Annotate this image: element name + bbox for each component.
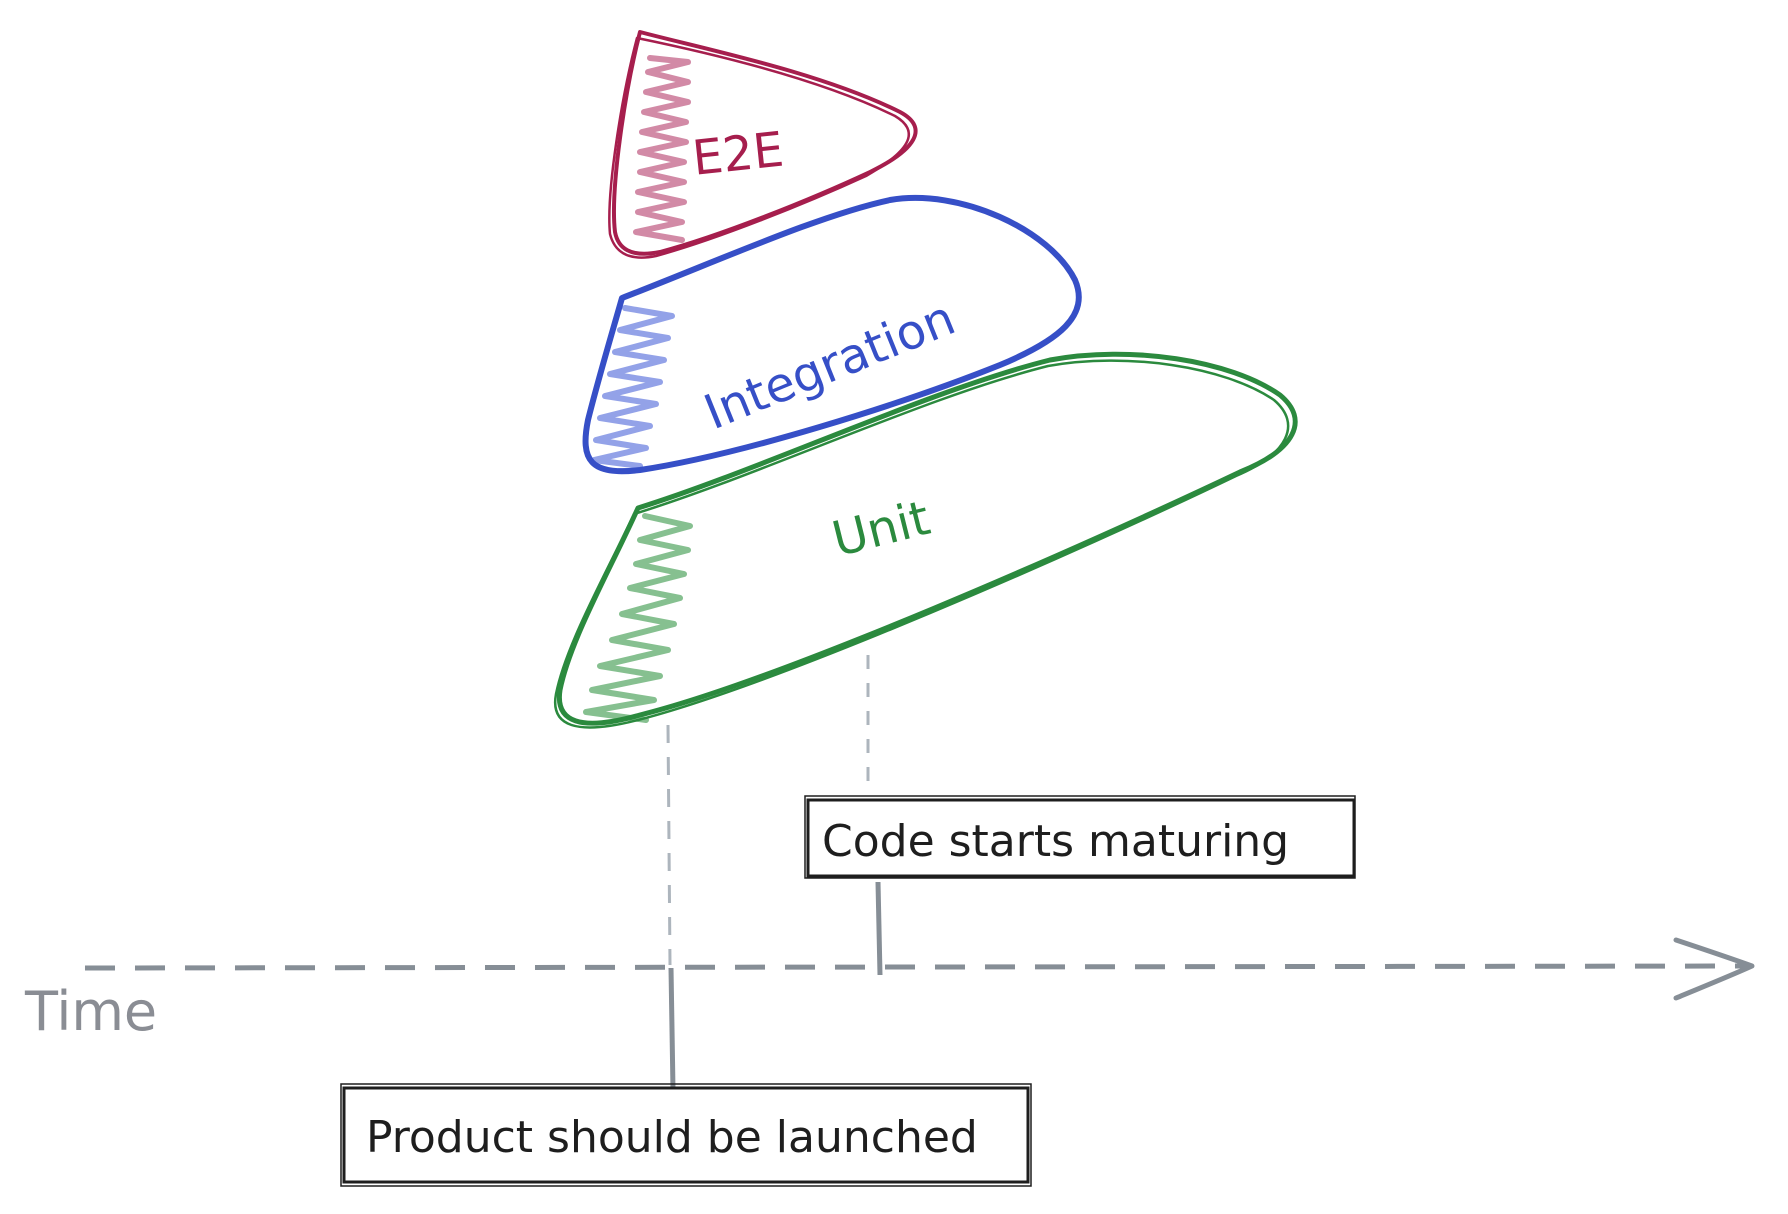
time-axis-arrowhead [1673, 937, 1755, 1001]
launch-guide-line [666, 724, 672, 966]
unit-outline [556, 351, 1298, 726]
unit-layer: Unit [553, 351, 1298, 729]
code-maturing-box [806, 798, 1356, 878]
e2e-layer: E2E [608, 30, 918, 259]
code-maturing-box-sketch [804, 795, 1356, 879]
unit-outline-sketch [553, 359, 1290, 729]
integration-label: Integration [697, 290, 963, 441]
integration-hatch [591, 305, 675, 469]
code-maturing-text: Code starts maturing [822, 816, 1289, 867]
unit-label: Unit [827, 490, 935, 568]
product-launch-box [342, 1086, 1030, 1184]
unit-hatch [583, 513, 693, 723]
code-maturing-marker: Code starts maturing [804, 795, 1356, 879]
e2e-outline [612, 30, 918, 256]
e2e-label: E2E [690, 122, 787, 187]
code-maturing-connector [875, 881, 883, 976]
e2e-hatch [633, 55, 691, 243]
launch-connector [668, 967, 676, 1091]
integration-outline [582, 194, 1082, 475]
time-axis-label: Time [24, 980, 157, 1043]
e2e-outline-sketch [608, 36, 911, 259]
time-axis-line [84, 963, 1751, 971]
product-launch-marker: Product should be launched [340, 1083, 1032, 1187]
product-launch-text: Product should be launched [366, 1112, 978, 1163]
product-launch-box-sketch [340, 1083, 1032, 1187]
time-axis: Time [24, 937, 1755, 1043]
